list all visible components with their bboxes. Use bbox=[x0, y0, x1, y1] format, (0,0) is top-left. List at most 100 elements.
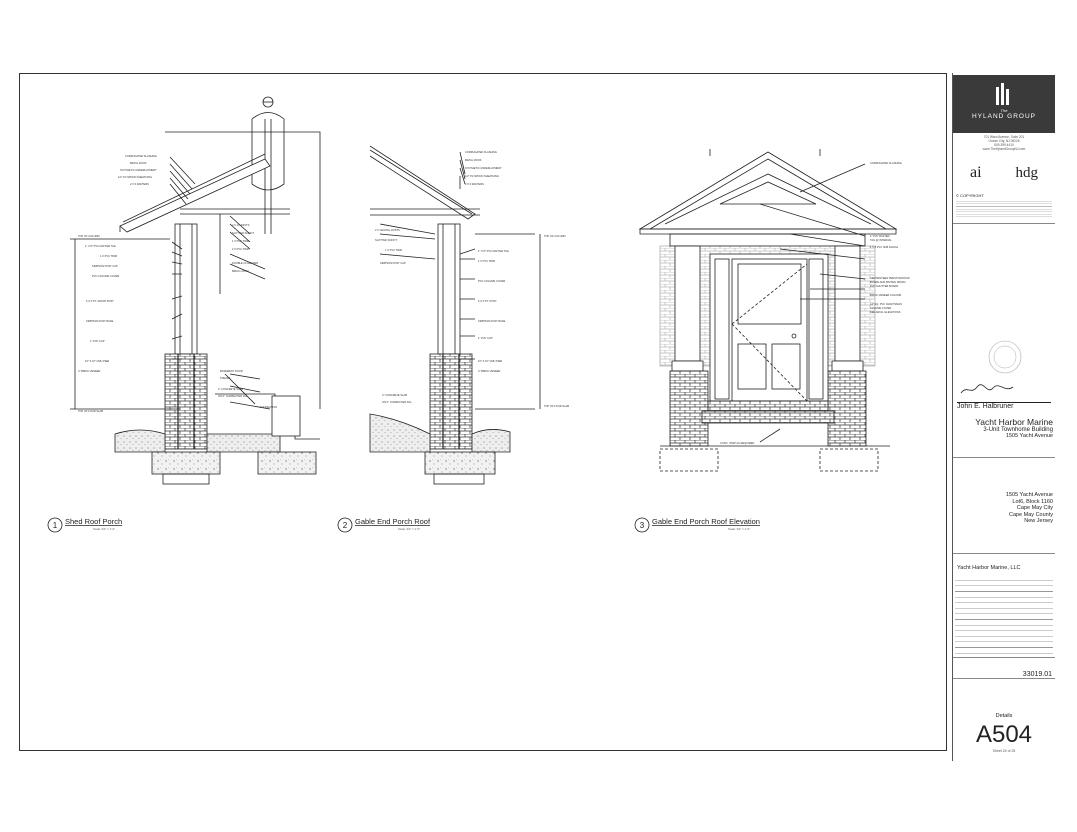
svg-text:SIMPSON POST BASE: SIMPSON POST BASE bbox=[478, 319, 506, 323]
svg-text:4" BRICK VENEER: 4" BRICK VENEER bbox=[478, 369, 501, 373]
svg-text:12" SQ. PVC CRAFTSMAN: 12" SQ. PVC CRAFTSMAN bbox=[870, 302, 902, 306]
svg-text:1/2" PLYWOOD SHEATHING: 1/2" PLYWOOD SHEATHING bbox=[118, 175, 152, 179]
shed-roof-notes: CORRUGATED FLASHING METAL ROOF SYNTHETIC… bbox=[78, 154, 277, 413]
svg-text:ON 6" COMPACTED FILL: ON 6" COMPACTED FILL bbox=[218, 394, 249, 398]
svg-text:4" BRICK VENEER: 4" BRICK VENEER bbox=[78, 369, 101, 373]
svg-text:PVC SHUTTER BOARD: PVC SHUTTER BOARD bbox=[870, 284, 898, 288]
svg-text:2 X CEILING JOISTS: 2 X CEILING JOISTS bbox=[375, 228, 400, 232]
svg-text:10" X 10" CMU PIER: 10" X 10" CMU PIER bbox=[478, 359, 502, 363]
svg-text:Scale: 3/4" = 1'-0": Scale: 3/4" = 1'-0" bbox=[398, 527, 420, 531]
svg-text:CORRUGATED FLASHING: CORRUGATED FLASHING bbox=[465, 150, 497, 154]
svg-text:CONC. STEP AS REQUIRED: CONC. STEP AS REQUIRED bbox=[720, 441, 754, 445]
svg-text:Gable End Porch Roof Elevation: Gable End Porch Roof Elevation bbox=[652, 517, 760, 526]
svg-text:6 X 6 P.T. POST: 6 X 6 P.T. POST bbox=[478, 299, 497, 303]
elevation-notes: CORRUGATED FLASHING 1" PVC RAFTER TAIL @… bbox=[720, 161, 910, 445]
svg-text:1/2" PLYWOOD SHEATHING: 1/2" PLYWOOD SHEATHING bbox=[465, 174, 499, 178]
svg-text:1 X PVC TRIM: 1 X PVC TRIM bbox=[100, 254, 117, 258]
svg-text:PVC COLUMN COVER: PVC COLUMN COVER bbox=[478, 279, 505, 283]
building-logo-icon bbox=[996, 83, 1009, 105]
svg-text:6 X 6 P.T. WOOD POST: 6 X 6 P.T. WOOD POST bbox=[86, 299, 114, 303]
svg-text:SYNTHETIC UNDERLAYMENT: SYNTHETIC UNDERLAYMENT bbox=[120, 168, 157, 172]
svg-text:FOUNDATION: FOUNDATION bbox=[260, 405, 277, 409]
client-name: Yacht Harbor Marine, LLC bbox=[957, 565, 1021, 571]
svg-text:Shed Roof Porch: Shed Roof Porch bbox=[65, 517, 122, 526]
svg-text:3: 3 bbox=[640, 521, 645, 530]
svg-text:TOP OF COLUMN: TOP OF COLUMN bbox=[544, 234, 566, 238]
firm-logo: The HYLAND GROUP bbox=[953, 75, 1055, 133]
svg-text:2 X 6 RAFTERS: 2 X 6 RAFTERS bbox=[465, 182, 484, 186]
sheet-number: A504 bbox=[975, 721, 1033, 748]
svg-text:SEE ARCH. ELEVATIONS: SEE ARCH. ELEVATIONS bbox=[870, 310, 901, 314]
svg-text:1 X PVC TRIM: 1 X PVC TRIM bbox=[232, 239, 249, 243]
svg-text:Scale: 3/4" = 1'-0": Scale: 3/4" = 1'-0" bbox=[728, 527, 750, 531]
svg-text:TOP OF FOUR SLAB: TOP OF FOUR SLAB bbox=[78, 409, 103, 413]
signature bbox=[960, 384, 1014, 394]
partner-logos: ai hdg bbox=[953, 159, 1055, 187]
svg-text:CORRUGATED FLASHING: CORRUGATED FLASHING bbox=[125, 154, 157, 158]
site-address-block: 1505 Yacht Avenue Lot6, Block 1160 Cape … bbox=[1005, 492, 1053, 524]
svg-text:ON 6" COMPACTED FILL: ON 6" COMPACTED FILL bbox=[382, 400, 413, 404]
revisions-table bbox=[955, 575, 1053, 655]
svg-text:SLOTTED SOFFIT: SLOTTED SOFFIT bbox=[375, 238, 397, 242]
svg-text:4" CONCRETE SLAB: 4" CONCRETE SLAB bbox=[382, 393, 407, 397]
gable-end-porch-roof-detail bbox=[369, 145, 541, 485]
svg-text:2 X PVC TRIM: 2 X PVC TRIM bbox=[232, 247, 249, 251]
svg-text:SIMPSON POST CAP: SIMPSON POST CAP bbox=[380, 261, 406, 265]
svg-text:BRICK LINTEL: BRICK LINTEL bbox=[232, 269, 250, 273]
hdg-logo: hdg bbox=[1015, 164, 1039, 181]
sheet-count: Sheet 24 of 25 bbox=[992, 749, 1016, 753]
svg-text:SYNTHETIC UNDERLAYMENT: SYNTHETIC UNDERLAYMENT bbox=[465, 166, 502, 170]
view-label-3: 3 Gable End Porch Roof Elevation Scale: … bbox=[634, 517, 760, 533]
gable-end-elevation bbox=[638, 149, 898, 472]
svg-text:1" PVC CAP: 1" PVC CAP bbox=[478, 336, 493, 340]
svg-text:1" X 8" PVC RAFTER TAIL: 1" X 8" PVC RAFTER TAIL bbox=[85, 244, 117, 248]
view-label-1: 1 Shed Roof Porch Scale: 3/4" = 1'-0" bbox=[47, 517, 122, 533]
svg-text:TOP OF FOUR SLAB: TOP OF FOUR SLAB bbox=[544, 404, 569, 408]
svg-text:Scale: 3/4" = 1'-0": Scale: 3/4" = 1'-0" bbox=[93, 527, 115, 531]
svg-text:CERTAINTEED PRESTONWOOD: CERTAINTEED PRESTONWOOD bbox=[870, 276, 910, 280]
shed-roof-porch-detail bbox=[70, 96, 321, 485]
svg-text:4" CONCRETE SLAB: 4" CONCRETE SLAB bbox=[218, 387, 243, 391]
svg-text:1 X 8 PVC SUB FASCIA: 1 X 8 PVC SUB FASCIA bbox=[870, 245, 898, 249]
title-block: The HYLAND GROUP 701 Ward Avenue, Suite … bbox=[952, 73, 1055, 761]
project-name-block: Yacht Harbor Marine 3-Unit Townhome Buil… bbox=[975, 417, 1053, 439]
svg-text:BRICK VENEER COLUMN: BRICK VENEER COLUMN bbox=[870, 293, 901, 297]
drawing-sheet: CORRUGATED FLASHING METAL ROOF SYNTHETIC… bbox=[19, 73, 947, 751]
svg-text:TREADS: TREADS bbox=[220, 376, 231, 380]
svg-text:SIMPSON POST BASE: SIMPSON POST BASE bbox=[86, 319, 114, 323]
svg-text:2 X 6 RAFTERS: 2 X 6 RAFTERS bbox=[130, 182, 149, 186]
svg-text:BASEMENT DOOR: BASEMENT DOOR bbox=[220, 369, 243, 373]
view-label-2: 2 Gable End Porch Roof Scale: 3/4" = 1'-… bbox=[337, 517, 431, 533]
svg-text:DOUBLE 2X HEADER: DOUBLE 2X HEADER bbox=[232, 261, 258, 265]
svg-text:COLUMN COVER: COLUMN COVER bbox=[870, 306, 891, 310]
job-number: 33019.01 bbox=[953, 671, 1055, 679]
copyright-block: © COPYRIGHT bbox=[953, 193, 1055, 219]
details-drawing: CORRUGATED FLASHING METAL ROOF SYNTHETIC… bbox=[47, 96, 910, 533]
svg-text:CORRUGATED FLASHING: CORRUGATED FLASHING bbox=[870, 161, 902, 165]
gable-end-notes: CORRUGATED FLASHING METAL ROOF SYNTHETIC… bbox=[375, 150, 569, 408]
svg-text:1 X PVC TRIM: 1 X PVC TRIM bbox=[385, 248, 402, 252]
svg-text:1" PVC CAP: 1" PVC CAP bbox=[90, 339, 105, 343]
firm-mark: The bbox=[1000, 108, 1008, 113]
ai-logo: ai bbox=[969, 164, 982, 181]
svg-text:TOP OF COLUMN: TOP OF COLUMN bbox=[78, 234, 100, 238]
sheet-title: Details bbox=[995, 713, 1013, 719]
svg-text:PVC COLUMN COVER: PVC COLUMN COVER bbox=[92, 274, 119, 278]
svg-text:SLOTTED SOFFIT: SLOTTED SOFFIT bbox=[232, 231, 254, 235]
svg-text:METAL ROOF: METAL ROOF bbox=[465, 158, 482, 162]
svg-text:1 X PVC TRIM: 1 X PVC TRIM bbox=[478, 259, 495, 263]
svg-text:METAL ROOF: METAL ROOF bbox=[130, 161, 147, 165]
firm-address: 701 Ward Avenue, Suite 201 Ocean City, N… bbox=[982, 135, 1026, 151]
svg-text:1" PVC RAFTER: 1" PVC RAFTER bbox=[870, 234, 890, 238]
svg-text:TAIL @ INTERVAL: TAIL @ INTERVAL bbox=[870, 238, 892, 242]
firm-name: HYLAND GROUP bbox=[971, 113, 1036, 120]
svg-text:SIMPSON POST CAP: SIMPSON POST CAP bbox=[92, 264, 118, 268]
engineer-seal bbox=[953, 339, 1055, 379]
svg-text:1" X 8" PVC RAFTER TAIL: 1" X 8" PVC RAFTER TAIL bbox=[478, 249, 510, 253]
svg-text:1: 1 bbox=[53, 521, 58, 530]
svg-text:2: 2 bbox=[343, 521, 348, 530]
svg-text:Gable End Porch Roof: Gable End Porch Roof bbox=[355, 517, 431, 526]
svg-text:10" X 10" CMU PIER: 10" X 10" CMU PIER bbox=[85, 359, 109, 363]
signature-block: John E. Halbruner bbox=[953, 383, 1055, 410]
svg-text:BOARD AND BATTEN SIDING: BOARD AND BATTEN SIDING bbox=[870, 280, 906, 284]
